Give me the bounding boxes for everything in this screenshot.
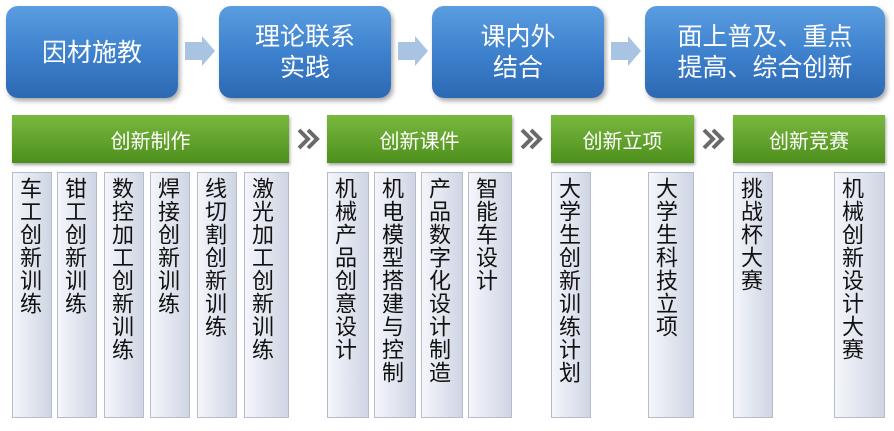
item-text-4-2: 机械创新设计大赛: [838, 177, 863, 361]
stage-4-line-2: 提高、综合创新: [677, 53, 853, 82]
category-2-label: 创新课件: [379, 128, 460, 153]
category-arrow-icon-2: [520, 128, 543, 150]
item-text-1-6: 激光加工创新训练: [248, 177, 273, 361]
item-box-1-3: 数控加工创新训练: [104, 172, 144, 418]
item-box-2-3: 产品数字化设计制造: [421, 172, 463, 418]
item-box-3-1: 大学生创新训练计划: [551, 172, 591, 418]
item-box-1-1: 车工创新训练: [12, 172, 52, 418]
item-text-2-2: 机电模型搭建与控制: [378, 177, 403, 384]
stage-1-line-1: 因材施教: [41, 37, 142, 67]
category-header-2: 创新课件: [327, 115, 512, 163]
stage-box-4: 面上普及、重点提高、综合创新: [645, 6, 885, 98]
item-text-3-1: 大学生创新训练计划: [555, 177, 580, 384]
stage-box-1: 因材施教: [6, 6, 178, 98]
item-text-2-3: 产品数字化设计制造: [425, 177, 450, 384]
item-text-1-5: 线切割创新训练: [201, 177, 226, 338]
item-box-4-2: 机械创新设计大赛: [834, 172, 885, 418]
item-text-1-2: 钳工创新训练: [61, 177, 86, 315]
category-arrow-icon-1: [297, 128, 320, 150]
category-header-4: 创新竞赛: [733, 115, 885, 163]
stage-box-3: 课内外结合: [432, 6, 604, 98]
category-header-1: 创新制作: [12, 115, 289, 163]
category-arrow-icon-3: [702, 128, 725, 150]
item-box-1-5: 线切割创新训练: [197, 172, 237, 418]
stage-2-line-2: 实践: [279, 53, 330, 82]
item-text-1-3: 数控加工创新训练: [108, 177, 133, 361]
item-text-4-1: 挑战杯大赛: [737, 177, 762, 292]
stage-4-line-1: 面上普及、重点: [677, 22, 853, 51]
item-text-2-1: 机械产品创意设计: [331, 177, 356, 361]
item-box-1-6: 激光加工创新训练: [244, 172, 289, 418]
category-header-3: 创新立项: [551, 115, 694, 163]
item-box-1-4: 焊接创新训练: [150, 172, 190, 418]
category-1-label: 创新制作: [110, 128, 191, 153]
item-text-3-2: 大学生科技立项: [652, 177, 677, 338]
stage-arrow-icon-3: [611, 36, 641, 66]
item-text-1-1: 车工创新训练: [16, 177, 41, 315]
item-box-3-2: 大学生科技立项: [648, 172, 694, 418]
item-box-1-2: 钳工创新训练: [57, 172, 97, 418]
stage-2-line-1: 理论联系: [254, 22, 355, 51]
item-box-2-4: 智能车设计: [468, 172, 512, 418]
stage-arrow-icon-1: [185, 36, 215, 66]
item-text-1-4: 焊接创新训练: [154, 177, 179, 315]
category-4-label: 创新竞赛: [769, 128, 849, 153]
item-text-2-4: 智能车设计: [472, 177, 497, 292]
category-3-label: 创新立项: [582, 128, 663, 153]
stage-3-line-1: 课内外: [480, 22, 556, 51]
item-box-2-2: 机电模型搭建与控制: [374, 172, 416, 418]
stage-arrow-icon-2: [398, 36, 428, 66]
item-box-4-1: 挑战杯大赛: [733, 172, 773, 418]
stage-3-line-2: 结合: [492, 53, 543, 82]
stage-box-2: 理论联系实践: [219, 6, 391, 98]
item-box-2-1: 机械产品创意设计: [327, 172, 369, 418]
